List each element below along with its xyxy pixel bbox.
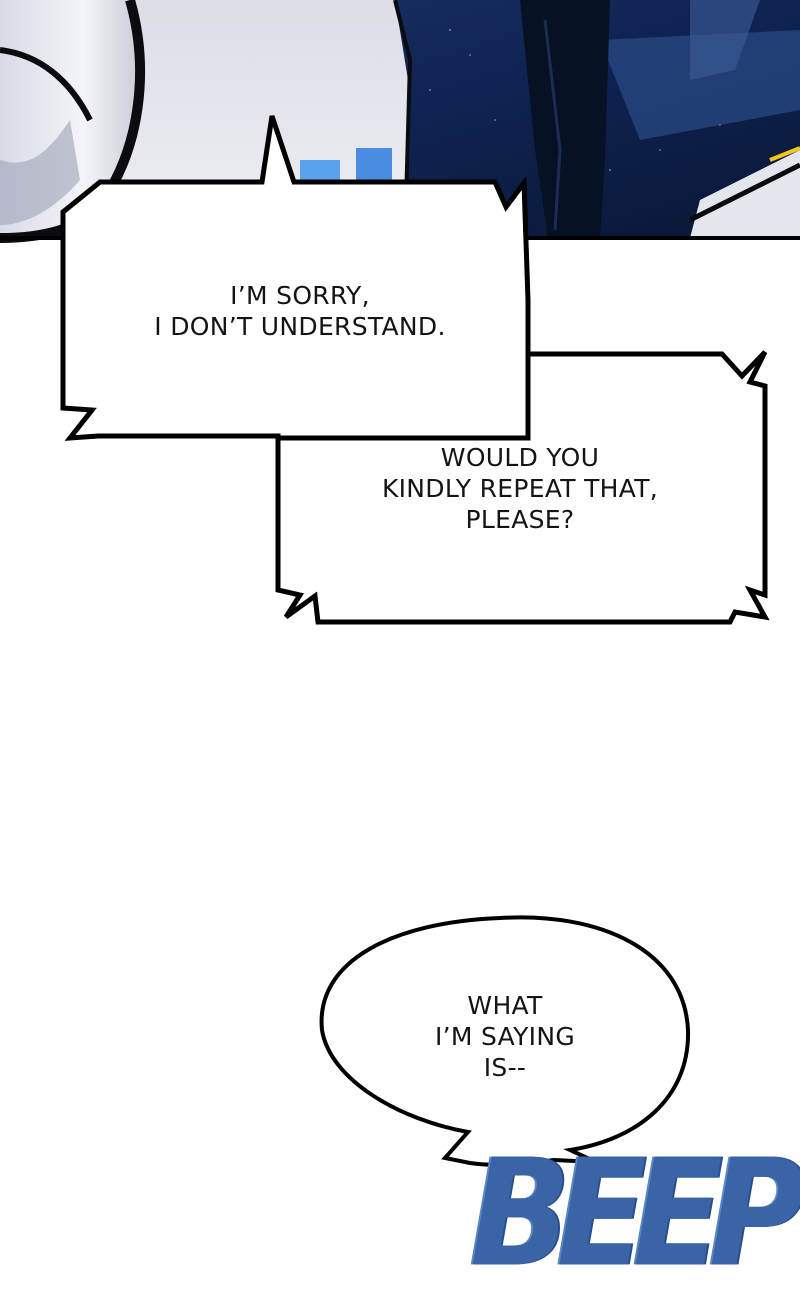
bubble-line: I’M SAYING bbox=[434, 1022, 576, 1051]
bubble-line: PLEASE? bbox=[465, 505, 575, 534]
bubble-line: I’M SORRY, bbox=[230, 281, 370, 310]
bubble-line: WHAT bbox=[467, 991, 543, 1020]
night-particles bbox=[428, 28, 721, 191]
bubble-sorry-shape bbox=[60, 115, 531, 441]
window-light-2 bbox=[690, 0, 760, 80]
wall-edge bbox=[393, 0, 413, 239]
beep-sound-effect: BEEP bbox=[470, 1127, 800, 1300]
bubble-sorry-text: I’M SORRY, I DON’T UNDERSTAND. bbox=[110, 280, 490, 342]
bubble-repeat-shape bbox=[275, 350, 770, 625]
bubble-line: IS-- bbox=[483, 1053, 527, 1082]
bubble-repeat-text: WOULD YOU KINDLY REPEAT THAT, PLEASE? bbox=[320, 442, 720, 535]
armor-inner-line bbox=[0, 47, 93, 122]
window-light bbox=[600, 30, 800, 140]
bubble-line: I DON’T UNDERSTAND. bbox=[154, 312, 446, 341]
hull-accent bbox=[769, 146, 800, 162]
armor-shadow bbox=[0, 120, 80, 225]
hull-outline bbox=[688, 162, 800, 223]
bubble-line: WOULD YOU bbox=[440, 443, 600, 472]
suit-fold bbox=[543, 19, 562, 231]
bubble-saying-text: WHAT I’M SAYING IS-- bbox=[385, 990, 625, 1083]
suited-figure bbox=[520, 0, 610, 238]
bubble-line: KINDLY REPEAT THAT, bbox=[381, 474, 659, 503]
bubble-saying-shape bbox=[319, 915, 691, 1167]
